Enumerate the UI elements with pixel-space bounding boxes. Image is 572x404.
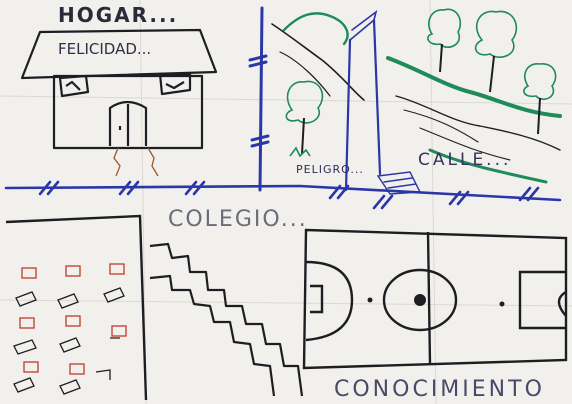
tree-3: [476, 11, 517, 92]
label-colegio: COLEGIO...: [168, 207, 308, 232]
house-door: [110, 102, 146, 146]
road-right-edge: [374, 20, 380, 174]
left-goal-area: [306, 262, 352, 340]
label-peligro: PELIGRO...: [296, 163, 364, 176]
house-window-left: [60, 76, 88, 96]
blue-divider-horizontal: [6, 182, 560, 208]
tree-2: [428, 9, 460, 72]
label-calle: CALLE...: [418, 150, 511, 170]
tree-4: [524, 64, 556, 134]
staircase: [150, 244, 302, 396]
label-conocimiento: CONOCIMIENTO: [334, 377, 545, 402]
field-midline: [428, 232, 430, 364]
classroom-desks: [14, 264, 126, 394]
label-felicidad: FELICIDAD...: [58, 40, 151, 58]
blue-divider-vertical: [250, 8, 268, 190]
river-band: [388, 58, 560, 116]
house-path: [114, 148, 158, 176]
label-hogar: HOGAR...: [58, 3, 178, 27]
tree-1: [286, 81, 322, 156]
